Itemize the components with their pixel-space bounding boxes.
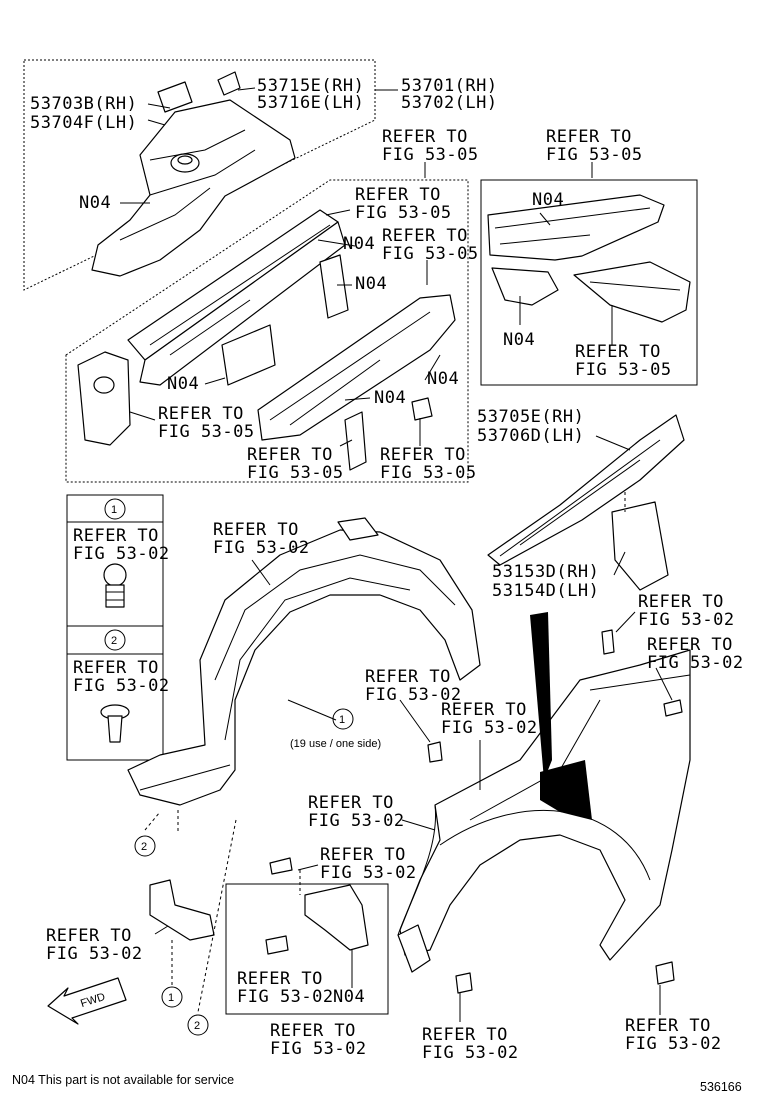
bolt-icons — [265, 629, 683, 994]
svg-text:2: 2 — [194, 1020, 200, 1032]
label-53154d: 53154D(LH) — [492, 581, 599, 601]
fwd-arrow-icon: FWD — [47, 977, 127, 1025]
label-n04: N04 — [333, 987, 365, 1007]
label-53716e: 53716E(LH) — [257, 93, 364, 113]
label-n04: N04 — [355, 274, 387, 294]
part-labels: 53703B(RH) 53704F(LH) 53715E(RH) 53716E(… — [30, 76, 744, 1063]
svg-text:FIG 53-02: FIG 53-02 — [320, 863, 417, 883]
label-n04: N04 — [532, 190, 564, 210]
fender-liner — [127, 517, 481, 806]
svg-text:REFER TO: REFER TO — [158, 404, 244, 424]
svg-text:FIG 53-05: FIG 53-05 — [380, 463, 477, 483]
svg-text:FIG 53-02: FIG 53-02 — [308, 811, 405, 831]
svg-text:FIG 53-05: FIG 53-05 — [247, 463, 344, 483]
svg-text:FIG 53-05: FIG 53-05 — [158, 422, 255, 442]
center-frame-members — [77, 209, 456, 471]
label-n04: N04 — [427, 369, 459, 389]
svg-text:REFER TO: REFER TO — [575, 342, 661, 362]
right-box-members — [487, 194, 691, 323]
svg-text:FIG 53-02: FIG 53-02 — [441, 718, 538, 738]
lower-brackets — [149, 879, 431, 973]
svg-text:FIG 53-02: FIG 53-02 — [270, 1039, 367, 1059]
svg-text:1: 1 — [111, 504, 117, 516]
label-n04: N04 — [343, 234, 375, 254]
bracket-box — [225, 883, 389, 1015]
svg-text:REFER TO: REFER TO — [422, 1025, 508, 1045]
svg-text:2: 2 — [141, 841, 147, 853]
label-53153d: 53153D(RH) — [492, 562, 599, 582]
fender-apron-strip — [487, 414, 685, 591]
svg-text:FIG 53-02: FIG 53-02 — [213, 538, 310, 558]
label-53705e: 53705E(RH) — [477, 407, 584, 427]
svg-text:FIG 53-02: FIG 53-02 — [73, 544, 170, 564]
svg-text:REFER TO: REFER TO — [320, 845, 406, 865]
apron-upper-part — [91, 71, 296, 277]
svg-text:FIG 53-05: FIG 53-05 — [382, 244, 479, 264]
right-box — [480, 179, 698, 386]
label-53706d: 53706D(LH) — [477, 426, 584, 446]
leader-lines — [120, 87, 673, 1022]
svg-text:FIG 53-02: FIG 53-02 — [46, 944, 143, 964]
svg-text:REFER TO: REFER TO — [647, 635, 733, 655]
clip-type-1-icon — [103, 563, 127, 608]
svg-text:REFER TO: REFER TO — [365, 667, 451, 687]
clip-legend-box — [66, 494, 164, 761]
svg-text:REFER TO: REFER TO — [546, 127, 632, 147]
svg-text:2: 2 — [111, 635, 117, 647]
svg-text:FIG 53-05: FIG 53-05 — [355, 203, 452, 223]
label-n04: N04 — [374, 388, 406, 408]
svg-text:FIG 53-05: FIG 53-05 — [546, 145, 643, 165]
footer-note: N04 This part is not available for servi… — [12, 1073, 235, 1087]
svg-text:REFER TO: REFER TO — [625, 1016, 711, 1036]
label-53715e: 53715E(RH) — [257, 76, 364, 96]
svg-text:FIG 53-02: FIG 53-02 — [73, 676, 170, 696]
svg-text:REFER TO: REFER TO — [237, 969, 323, 989]
svg-text:REFER TO: REFER TO — [213, 520, 299, 540]
svg-text:REFER TO: REFER TO — [380, 445, 466, 465]
svg-text:REFER TO: REFER TO — [355, 185, 441, 205]
svg-text:REFER TO: REFER TO — [382, 226, 468, 246]
svg-text:1: 1 — [168, 992, 174, 1004]
svg-text:FIG 53-02: FIG 53-02 — [625, 1034, 722, 1054]
svg-text:FIG 53-02: FIG 53-02 — [365, 685, 462, 705]
svg-text:REFER TO: REFER TO — [73, 658, 159, 678]
svg-text:FIG 53-05: FIG 53-05 — [575, 360, 672, 380]
svg-text:FIG 53-02: FIG 53-02 — [647, 653, 744, 673]
svg-text:FIG 53-02: FIG 53-02 — [638, 610, 735, 630]
svg-text:FIG 53-05: FIG 53-05 — [382, 145, 479, 165]
svg-text:FIG 53-02: FIG 53-02 — [422, 1043, 519, 1063]
svg-text:REFER TO: REFER TO — [73, 526, 159, 546]
front-fender — [399, 612, 691, 961]
callout-circles: 1 2 1 2 1 2 (19 use / one side) — [104, 498, 381, 1036]
label-n04: N04 — [167, 374, 199, 394]
svg-text:REFER TO: REFER TO — [308, 793, 394, 813]
label-n04: N04 — [79, 193, 111, 213]
label-53701: 53701(RH) — [401, 76, 498, 96]
label-n04: N04 — [503, 330, 535, 350]
label-53702: 53702(LH) — [401, 93, 498, 113]
svg-text:REFER TO: REFER TO — [638, 592, 724, 612]
upper-left-dashed-box — [23, 59, 376, 291]
label-53703b: 53703B(RH) — [30, 94, 137, 114]
svg-text:REFER TO: REFER TO — [270, 1021, 356, 1041]
label-53704f: 53704F(LH) — [30, 113, 137, 133]
use-note: (19 use / one side) — [290, 738, 381, 750]
center-dashed-box — [65, 179, 469, 483]
diagram-code: 536166 — [700, 1080, 742, 1094]
clip-type-2-icon — [100, 704, 130, 743]
svg-text:FIG 53-02: FIG 53-02 — [237, 987, 334, 1007]
svg-text:REFER TO: REFER TO — [46, 926, 132, 946]
svg-text:REFER TO: REFER TO — [441, 700, 527, 720]
svg-text:1: 1 — [339, 714, 345, 726]
svg-text:REFER TO: REFER TO — [247, 445, 333, 465]
svg-text:REFER TO: REFER TO — [382, 127, 468, 147]
